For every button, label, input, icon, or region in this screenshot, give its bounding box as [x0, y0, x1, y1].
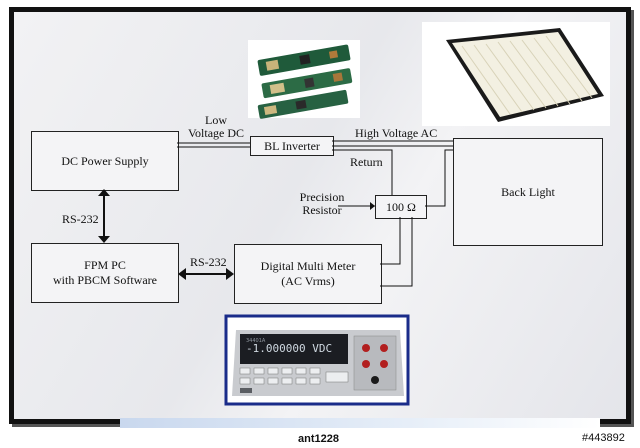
- fpm-pc-block: FPM PC with PBCM Software: [31, 243, 179, 303]
- dmm-mode-label: (AC Vrms): [281, 274, 335, 288]
- low-voltage-line1: Low: [205, 113, 227, 127]
- bl-inverter-block: BL Inverter: [250, 136, 334, 156]
- rs232-vertical-label: RS-232: [62, 212, 99, 226]
- low-voltage-label: Low Voltage DC: [186, 114, 246, 140]
- meter-display-text: -1.000000 VDC: [246, 342, 332, 355]
- dc-power-supply-block: DC Power Supply: [31, 131, 179, 191]
- meter-model-text: 34401A: [246, 338, 266, 344]
- resistor-label: 100 Ω: [386, 199, 416, 214]
- low-voltage-line2: Voltage DC: [187, 126, 245, 140]
- digital-multi-meter-block: Digital Multi Meter (AC Vrms): [234, 244, 382, 304]
- back-light-label: Back Light: [501, 184, 555, 199]
- footer-stripe: [120, 418, 600, 428]
- dmm-label: Digital Multi Meter: [260, 259, 356, 273]
- fpm-pc-software-label: with PBCM Software: [52, 273, 157, 287]
- resistor-block: 100 Ω: [375, 195, 427, 219]
- footer-id: #443892: [582, 432, 625, 444]
- high-voltage-label: High Voltage AC: [355, 126, 438, 140]
- dc-power-supply-label: DC Power Supply: [61, 153, 149, 168]
- bl-inverter-label: BL Inverter: [264, 138, 320, 153]
- precision-line1: Precision: [299, 190, 345, 204]
- precision-resistor-label: Precision Resistor: [292, 191, 352, 217]
- fpm-pc-label: FPM PC: [84, 258, 126, 272]
- footer-caption: ant1228: [298, 433, 339, 445]
- precision-line2: Resistor: [302, 203, 342, 217]
- rs232-horizontal-label: RS-232: [190, 255, 227, 269]
- return-label: Return: [350, 155, 383, 169]
- back-light-block: Back Light: [453, 138, 603, 246]
